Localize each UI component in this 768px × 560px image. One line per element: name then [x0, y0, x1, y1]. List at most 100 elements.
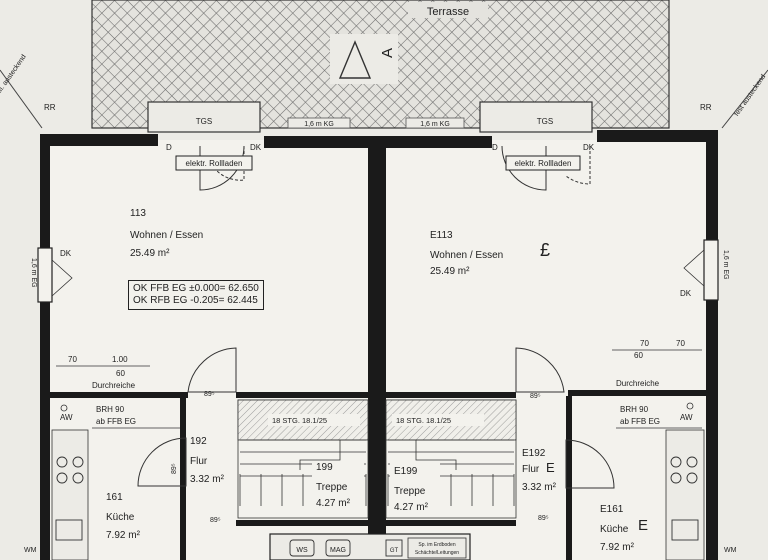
- left-kitchen-door-swing: [137, 437, 187, 487]
- left-aw-marker: [60, 404, 68, 412]
- section-arrow-icon: [338, 40, 372, 79]
- left-brh-line1: BRH 90: [96, 405, 125, 414]
- left-counter-dim-c: 60: [116, 369, 125, 378]
- rr-right: RR: [700, 103, 712, 112]
- right-sink-icon: [671, 519, 699, 541]
- right-kitchen-mark: E: [638, 517, 648, 534]
- right-door-d: D: [492, 143, 498, 152]
- left-stair-area: 4.27 m²: [316, 498, 351, 509]
- kg-right: 1,6 m KG: [420, 121, 450, 128]
- tgs-right: TGS: [537, 117, 553, 126]
- right-stair-number: E199: [394, 466, 418, 477]
- right-counter-wall: [568, 390, 708, 396]
- left-shutter-label: elektr. Rollladen: [186, 159, 243, 168]
- left-hall-name: Flur: [190, 456, 208, 467]
- left-stair-number-bg: [312, 460, 364, 512]
- left-counter-dim-b: 1.00: [112, 355, 128, 364]
- right-window-swing: [683, 249, 705, 287]
- right-hall-dim-b: 89⁵: [538, 515, 549, 522]
- right-hall-area: 3.32 m²: [522, 482, 557, 493]
- party-wall: [368, 140, 386, 560]
- right-stair-arrow: [415, 440, 457, 470]
- mag-box: [325, 539, 351, 557]
- left-stair-number: 199: [316, 462, 333, 473]
- right-hall-dim: 89⁵: [530, 393, 541, 400]
- right-stove-icon: [670, 456, 698, 484]
- right-hall-mark: E: [546, 460, 555, 475]
- kg-right-box: [405, 117, 465, 129]
- right-bay: [479, 101, 593, 133]
- left-hall-area: 3.32 m²: [190, 474, 225, 485]
- left-hall-wall: [236, 392, 372, 398]
- right-counter-label: Durchreiche: [616, 379, 660, 388]
- right-living-number: E113: [430, 230, 453, 241]
- right-door-dk: DK: [583, 143, 595, 152]
- right-living-name: Wohnen / Essen: [430, 250, 503, 261]
- right-aw-marker: [686, 402, 694, 410]
- left-stair-name: Treppe: [316, 482, 348, 493]
- right-stair-area: 4.27 m²: [394, 502, 429, 513]
- kg-left-box: [287, 117, 351, 129]
- left-steps-label-bg: [268, 414, 360, 426]
- note-line2: Schächte/Leitungen: [415, 550, 459, 556]
- kg-left: 1,6 m KG: [304, 121, 334, 128]
- left-stair-wall: [236, 520, 372, 526]
- right-hall-name: Flur: [522, 464, 540, 475]
- left-door-swing-2: [215, 146, 245, 181]
- left-kitchen-name: Küche: [106, 512, 135, 523]
- left-steps-label: 18 STG. 18.1/25: [272, 416, 327, 425]
- left-diag-label: lfl. austeckend: [0, 54, 28, 95]
- right-hall-number: E192: [522, 448, 546, 459]
- left-stair-arrow: [299, 440, 341, 470]
- tgs-left: TGS: [196, 117, 212, 126]
- left-window-dk: DK: [60, 249, 72, 258]
- left-diag-line: [0, 69, 43, 129]
- right-counter-dim-c: 60: [634, 351, 643, 360]
- right-kitchen-counter: [665, 429, 705, 560]
- left-door-swing: [199, 145, 245, 191]
- right-kitchen-name: Küche: [600, 524, 629, 535]
- right-living-mark: £: [540, 240, 550, 260]
- right-brh-line2: ab FFB EG: [620, 417, 660, 426]
- ws-box: [289, 539, 315, 557]
- right-living-area: 25.49 m²: [430, 266, 470, 277]
- mag-label: MAG: [330, 547, 346, 554]
- right-diag-line: [721, 69, 768, 129]
- right-stair-name: Treppe: [394, 486, 426, 497]
- level-line-1: OK FFB EG ±0.000= 62.650: [133, 283, 259, 294]
- left-counter-label: Durchreiche: [92, 381, 136, 390]
- note-box: [407, 537, 467, 559]
- right-hall-wall: [386, 392, 516, 398]
- left-living-number: 113: [130, 208, 146, 219]
- right-wm-label: WM: [724, 547, 737, 554]
- left-living-area: 25.49 m²: [130, 248, 170, 259]
- left-counter-dim-a: 70: [68, 355, 77, 364]
- left-bay: [147, 101, 261, 133]
- left-hall-door-dim: 89⁵: [171, 463, 178, 474]
- right-shutter-box: [505, 155, 581, 171]
- note-line1: Sp. im Erdboden: [418, 542, 455, 548]
- right-stair-wall: [386, 520, 516, 526]
- right-diag-label: fest austeckend: [733, 73, 767, 117]
- right-steps-label: 18 STG. 18.1/25: [396, 416, 451, 425]
- section-marker: A: [379, 48, 396, 58]
- left-aw: AW: [60, 413, 73, 422]
- left-door-d: D: [166, 143, 172, 152]
- right-inner-wall: [566, 396, 572, 560]
- right-kitchen-number: E161: [600, 504, 624, 515]
- right-counter-dim-b: 70: [676, 339, 685, 348]
- left-hall-dim: 89⁵: [204, 391, 215, 398]
- left-door-dk: DK: [250, 143, 262, 152]
- right-brh-line1: BRH 90: [620, 405, 649, 414]
- right-steps-label-bg: [392, 414, 484, 426]
- left-side-window: [37, 247, 53, 303]
- right-side-window: [703, 239, 719, 301]
- exterior-walls: [40, 130, 718, 560]
- left-shutter-box: [175, 155, 253, 171]
- right-aw: AW: [680, 413, 693, 422]
- right-hall-door-swing: [515, 347, 565, 393]
- right-stair-number-bg: [390, 460, 440, 512]
- right-door-swing: [501, 145, 547, 191]
- left-wm-label: WM: [24, 547, 37, 554]
- right-side-window-label: 1,6 m EG: [722, 250, 729, 280]
